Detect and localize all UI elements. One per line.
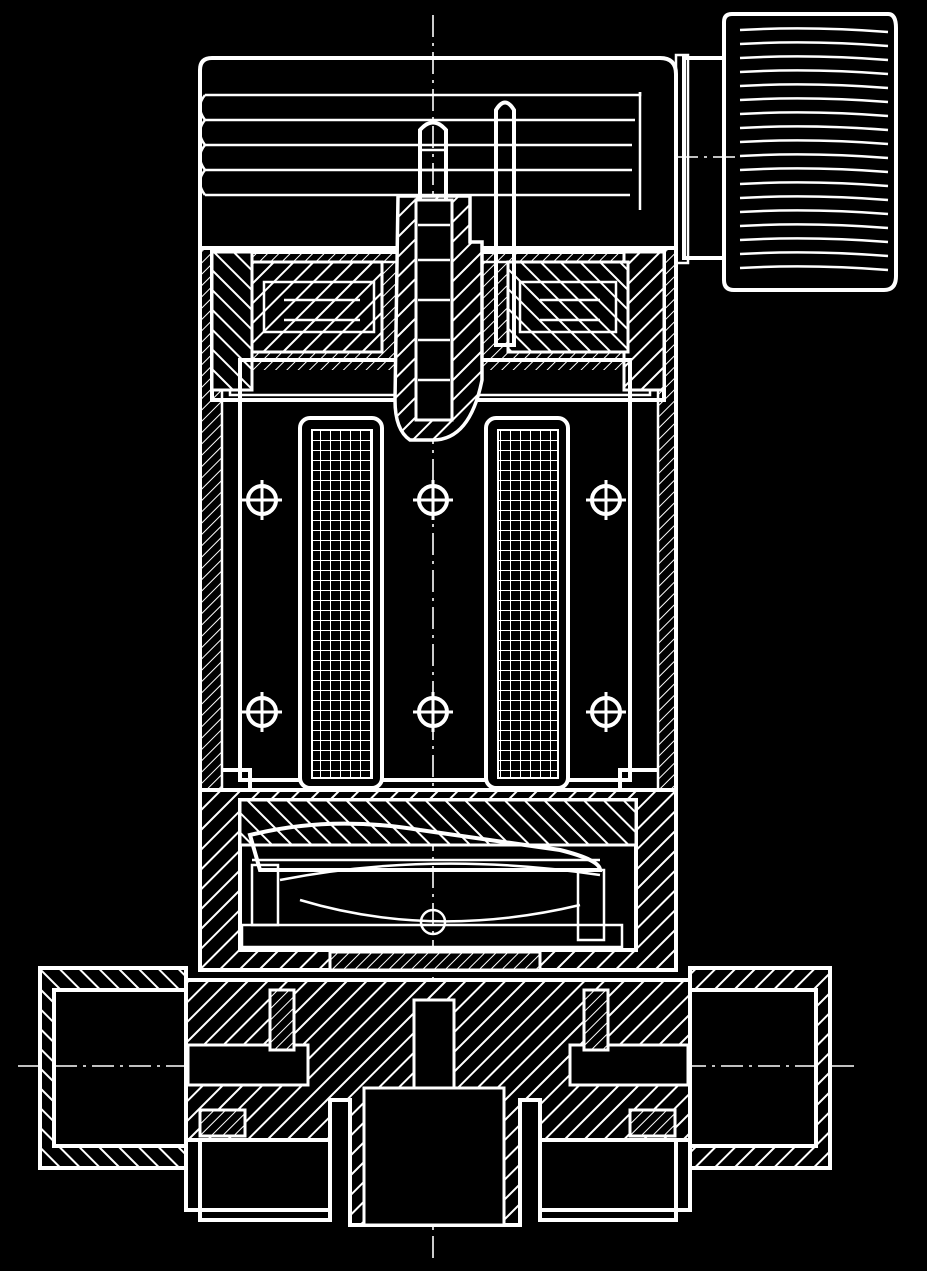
knurl-ridge xyxy=(739,251,889,258)
knurl-ridge xyxy=(739,97,889,104)
knurl-ridge xyxy=(739,153,889,160)
screw-hole-symbol xyxy=(413,692,453,732)
knurl-ridge xyxy=(739,223,889,230)
screw-hole-symbol xyxy=(586,480,626,520)
knurl-ridge xyxy=(739,55,889,62)
knurl-ridge xyxy=(739,111,889,118)
knurl-ridge xyxy=(739,265,889,272)
left-coil xyxy=(298,416,384,790)
knurl-ridge xyxy=(739,209,889,216)
knurl-ridge xyxy=(739,125,889,132)
screw-hole-symbol xyxy=(413,480,453,520)
screw-hole-symbol xyxy=(586,692,626,732)
knurl-ridge xyxy=(739,27,889,34)
screw-holes xyxy=(242,480,626,732)
screw-hole-symbol xyxy=(242,480,282,520)
center-plug xyxy=(393,100,516,442)
knurl-ridge xyxy=(739,181,889,188)
knurl-ridge xyxy=(739,237,889,244)
right-coil xyxy=(484,416,570,790)
knurl-ridge xyxy=(739,195,889,202)
knurl-ridge xyxy=(739,139,889,146)
left-pipe-fitting xyxy=(38,966,188,1170)
knurl-ridge xyxy=(739,41,889,48)
valve-body xyxy=(184,978,692,1227)
armature-chamber xyxy=(198,788,678,972)
screw-hole-symbol xyxy=(242,692,282,732)
knurled-knob xyxy=(682,12,898,292)
knurl-ridge xyxy=(739,167,889,174)
right-pipe-fitting xyxy=(688,966,832,1170)
knurl-ridge xyxy=(739,83,889,90)
knurl-ridge xyxy=(739,69,889,76)
